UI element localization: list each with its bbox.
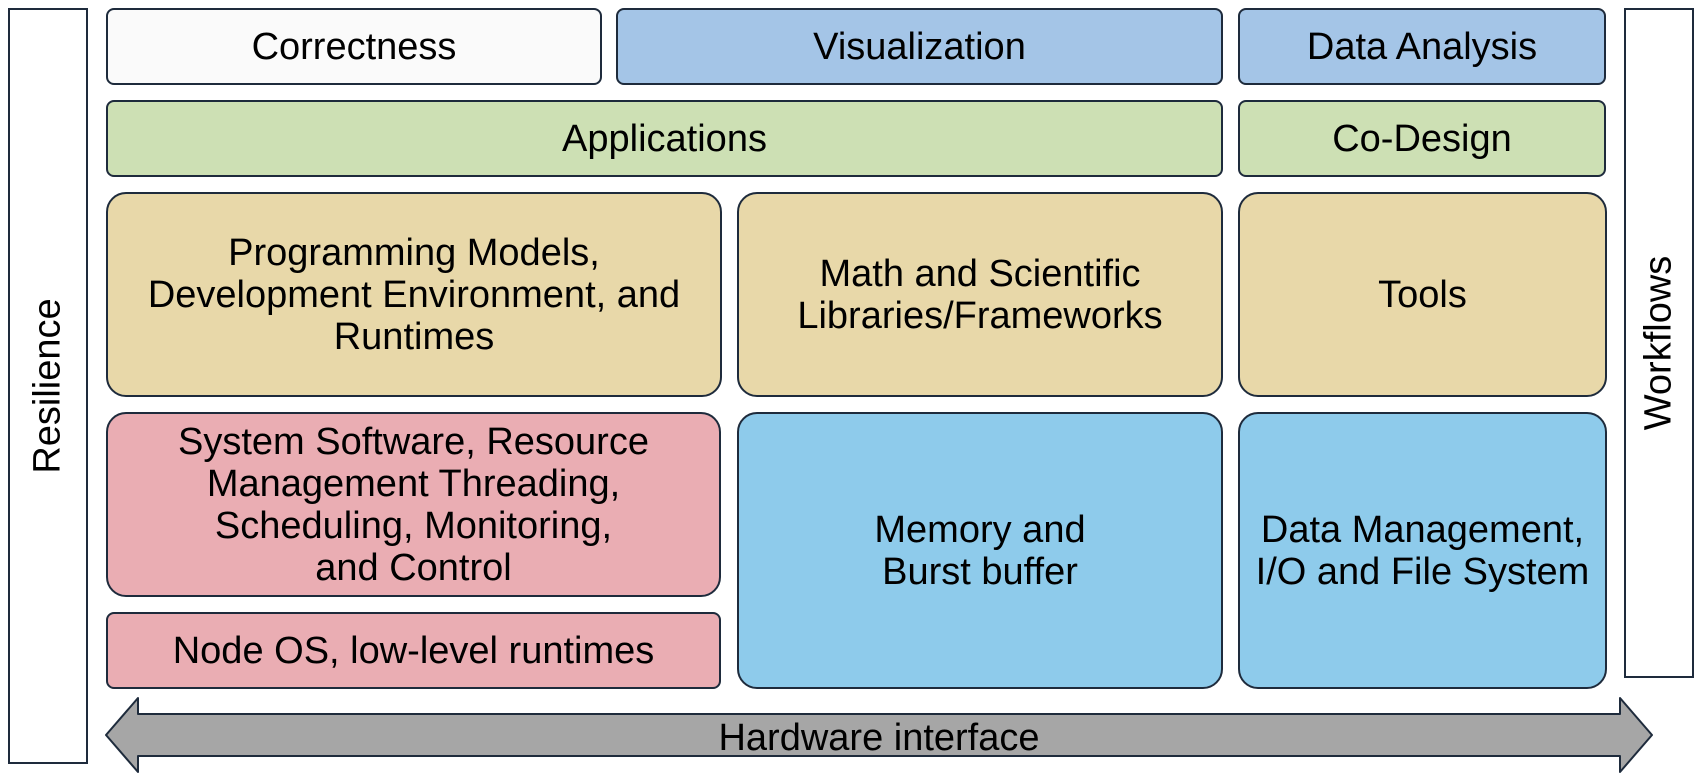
node-os-label: Node OS, low-level runtimes (172, 629, 655, 672)
co-design-label: Co-Design (1332, 117, 1512, 160)
memory-burst-buffer-label: Memory and Burst buffer (874, 508, 1086, 593)
tools-label: Tools (1378, 273, 1467, 316)
programming-models-box: Programming Models, Development Environm… (106, 192, 722, 397)
math-libraries-label: Math and Scientific Libraries/Frameworks (797, 252, 1163, 337)
programming-models-label: Programming Models, Development Environm… (147, 231, 681, 358)
memory-burst-buffer-box: Memory and Burst buffer (737, 412, 1223, 689)
data-analysis-box: Data Analysis (1238, 8, 1606, 85)
visualization-label: Visualization (813, 25, 1026, 68)
correctness-label: Correctness (251, 25, 457, 68)
co-design-box: Co-Design (1238, 100, 1606, 177)
visualization-box: Visualization (616, 8, 1223, 85)
tools-box: Tools (1238, 192, 1607, 397)
node-os-box: Node OS, low-level runtimes (106, 612, 721, 689)
workflows-bar: Workflows (1624, 8, 1694, 678)
math-libraries-box: Math and Scientific Libraries/Frameworks (737, 192, 1223, 397)
system-software-label: System Software, Resource Management Thr… (178, 420, 649, 589)
workflows-label: Workflows (1637, 255, 1680, 431)
data-management-box: Data Management, I/O and File System (1238, 412, 1607, 689)
resilience-label: Resilience (26, 298, 69, 474)
data-analysis-label: Data Analysis (1306, 25, 1538, 68)
resilience-bar: Resilience (8, 8, 88, 764)
data-management-label: Data Management, I/O and File System (1255, 508, 1590, 593)
hardware-interface-arrow (105, 697, 1653, 773)
system-software-box: System Software, Resource Management Thr… (106, 412, 721, 597)
correctness-box: Correctness (106, 8, 602, 85)
applications-label: Applications (562, 117, 767, 160)
hardware-interface-label: Hardware interface (718, 716, 1040, 759)
applications-box: Applications (106, 100, 1223, 177)
